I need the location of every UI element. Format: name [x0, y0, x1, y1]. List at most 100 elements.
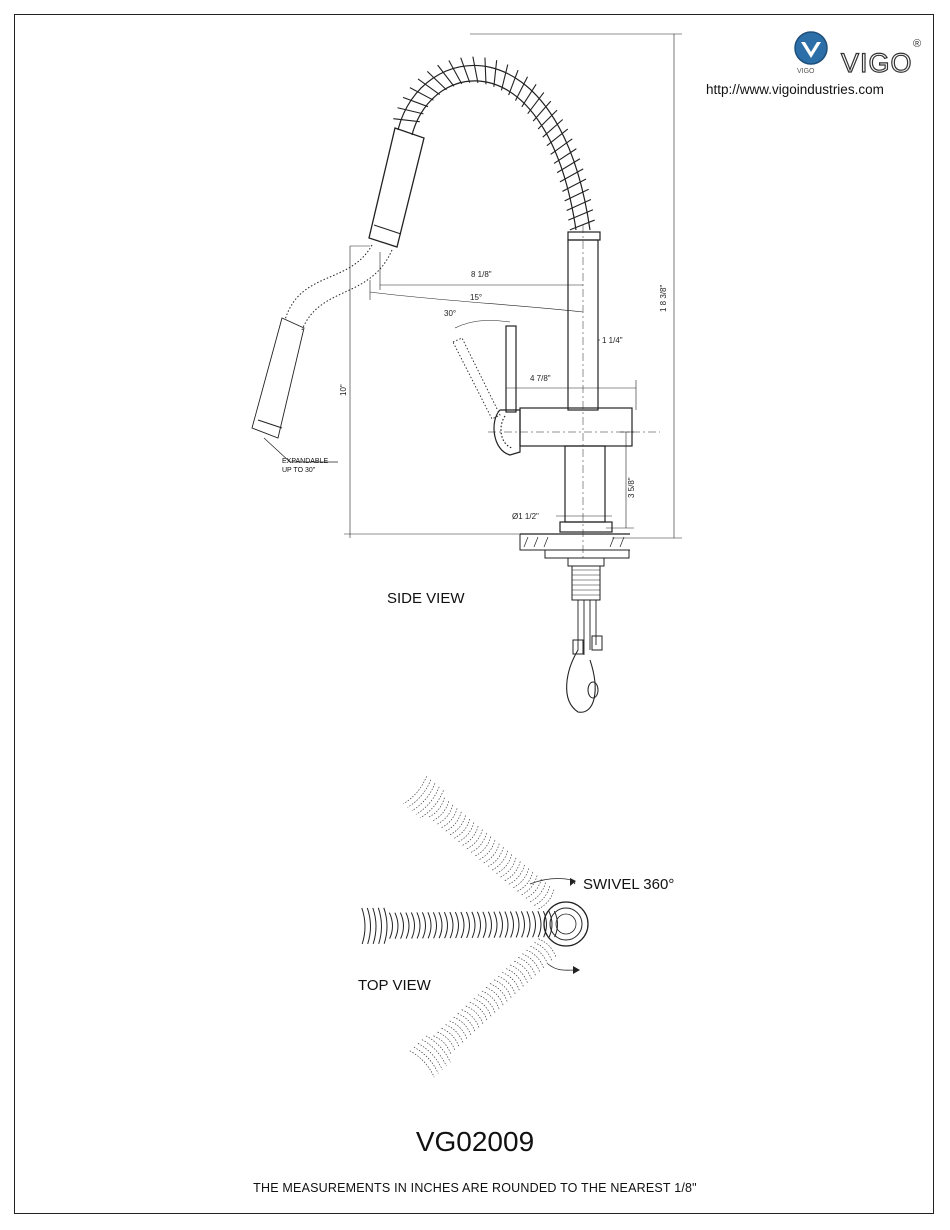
top-view-coil [444, 912, 447, 938]
dim-handle-angle: 30° [444, 309, 456, 318]
top-view-coil [516, 911, 519, 937]
top-view-coil [472, 912, 475, 938]
spring-coil [570, 220, 595, 230]
top-view-coil [487, 847, 504, 867]
top-view-coil [482, 844, 499, 864]
spray-head [369, 128, 424, 247]
top-view-coil [389, 913, 392, 939]
top-view-coil [450, 1021, 468, 1040]
top-view-coil [477, 912, 480, 938]
top-view-coil [436, 805, 453, 825]
top-view-coil [527, 911, 530, 937]
top-view-coil [498, 976, 516, 995]
top-view-coil [403, 776, 426, 804]
top-view-coil [482, 991, 500, 1010]
spring-coil [449, 60, 462, 83]
top-view-coil [490, 984, 508, 1003]
top-view-coil [439, 912, 442, 938]
swivel-arrows [570, 878, 580, 974]
spring-coil [568, 210, 593, 220]
top-view-coil [530, 946, 548, 965]
top-view-coil [529, 883, 546, 903]
top-view-coil [433, 1036, 451, 1055]
top-view-drawing [362, 776, 588, 1077]
top-view-coil [522, 954, 540, 973]
top-view-coil [518, 957, 536, 976]
model-number: VG02009 [0, 1126, 950, 1158]
top-view-coil [440, 808, 457, 828]
spring-coil [509, 70, 518, 95]
top-view-coil [474, 837, 491, 857]
top-view-coil [417, 912, 420, 938]
top-view-coil [367, 908, 370, 944]
top-view-coil [384, 908, 387, 944]
expandable-note: EXPANDABLE UP TO 30" [282, 457, 328, 475]
top-view-coil [495, 854, 512, 874]
top-view-coil [510, 912, 513, 938]
spring-coil [501, 65, 507, 91]
top-view-coil [502, 972, 520, 991]
spring-coil [403, 97, 428, 106]
measurement-note: THE MEASUREMENTS IN INCHES ARE ROUNDED T… [0, 1181, 950, 1195]
top-view-coil [499, 858, 516, 878]
top-view-coil [437, 1032, 455, 1051]
spring-coil [410, 88, 434, 101]
spring-coils [393, 57, 594, 230]
dim-base-diameter: Ø1 1/2" [512, 512, 539, 521]
top-view-coil [454, 1017, 472, 1036]
spring-coil [393, 119, 420, 122]
top-view-coil [494, 980, 512, 999]
top-view-coil [521, 911, 524, 937]
top-view-coil [410, 1051, 434, 1077]
top-view-coil [416, 787, 439, 815]
top-view-coil [483, 912, 486, 938]
extended-hose [252, 245, 392, 438]
spring-coil [515, 77, 527, 101]
top-view-coil [525, 879, 542, 899]
top-view-coil [418, 1043, 442, 1069]
top-view-coil [534, 943, 552, 962]
top-view-coil [512, 868, 529, 888]
dim-spout-height: 10" [339, 384, 348, 396]
dim-spout-angle: 15° [470, 293, 482, 302]
dim-base-height: 3 5/8" [627, 477, 636, 498]
top-view-coil [445, 812, 462, 832]
top-view-coil [458, 1013, 476, 1032]
top-view-coil [470, 833, 487, 853]
side-view-label: SIDE VIEW [387, 590, 465, 607]
spring-coil [551, 139, 573, 155]
top-view-coil [408, 780, 431, 808]
top-view-coil [412, 783, 435, 811]
spring-coil [533, 101, 551, 121]
top-view-coil [426, 1036, 450, 1062]
top-view-coil [457, 822, 474, 842]
top-view-coil [441, 1028, 459, 1047]
top-view-coil [470, 1002, 488, 1021]
top-view-coil [466, 1006, 484, 1025]
handle [453, 326, 520, 455]
top-view-coil [510, 965, 528, 984]
top-view-coil [450, 912, 453, 938]
top-view-coil [461, 912, 464, 938]
top-view-coil [433, 912, 436, 938]
top-view-coil [537, 890, 554, 910]
expandable-line-1: EXPANDABLE [282, 457, 328, 466]
top-view-coil [422, 1040, 446, 1066]
top-view-coil [504, 861, 521, 881]
top-view-coil [466, 830, 483, 850]
spring-coil [461, 58, 470, 83]
top-view-coil [432, 801, 449, 821]
top-view-coil [446, 1025, 464, 1044]
top-view-coil [506, 969, 524, 988]
top-view-coil [491, 851, 508, 871]
spring-coil [528, 92, 544, 113]
top-view-coil [532, 911, 535, 937]
top-view-coil [378, 908, 381, 944]
top-view-coil [453, 819, 470, 839]
spout-body [568, 225, 600, 560]
top-view-label: TOP VIEW [358, 977, 431, 994]
top-view-coil [414, 1047, 438, 1073]
top-view-coil [478, 995, 496, 1014]
top-view-coil [420, 790, 443, 818]
